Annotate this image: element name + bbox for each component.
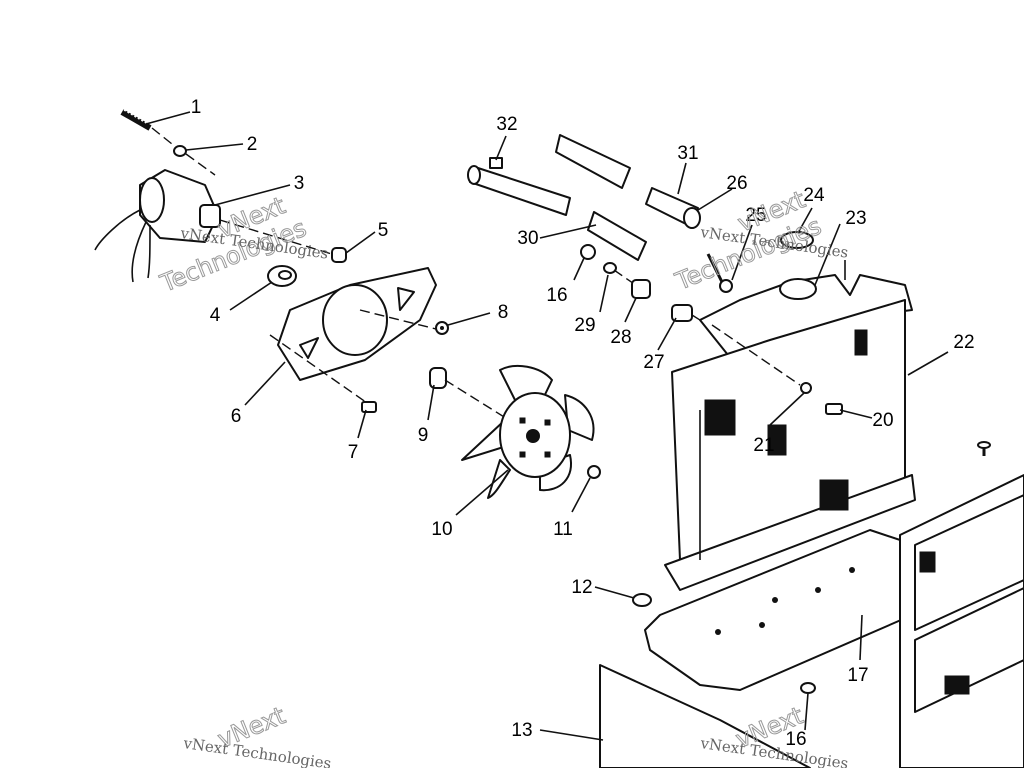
part-4-grommet [267,265,297,287]
callout-27: 27 [643,352,664,373]
callout-6: 6 [231,406,242,427]
callout-20: 20 [872,410,893,431]
callout-10: 10 [431,519,452,540]
part-30-hose [587,211,647,261]
part-27-bushing [671,304,693,322]
callout-12: 12 [571,577,592,598]
part-8-nut [435,321,449,335]
part-32-hose [467,157,571,216]
callout-32: 32 [496,114,517,135]
part-12-fastener [632,593,652,607]
callout-9: 9 [418,425,429,446]
callout-21: 21 [753,435,774,456]
axis-line [359,309,441,331]
part-7-screw [361,401,377,413]
callout-4: 4 [210,305,221,326]
callout-7: 7 [348,442,359,463]
watermark-bottom-left: vNext vNext Technologies [181,701,332,768]
part-16-nut-lower [800,682,816,694]
callout-24: 24 [803,185,825,206]
callout-30: 30 [517,228,538,249]
callout-16: 16 [546,285,567,306]
axis-line [185,153,216,176]
grille-screen [899,474,1024,768]
part-2-washer [173,145,187,157]
part-31-hose [555,134,631,189]
callout-16b: 16 [785,729,806,750]
callout-8: 8 [498,302,509,323]
callout-25: 25 [745,205,766,226]
part-1-bolt [120,109,152,131]
screw-right-edge [977,441,991,456]
part-29-washer [603,262,617,274]
callout-1: 1 [191,97,202,118]
axis-line [269,334,371,406]
axis-line [711,324,801,386]
leader-lines [145,111,949,741]
callout-2: 2 [247,134,258,155]
part-3-fan-motor [94,169,221,283]
part-9-spacer [429,367,447,389]
axis-line [219,219,336,256]
callout-22: 22 [953,332,974,353]
part-10-fan-blade [461,364,595,499]
part-number-labels: 1 2 3 5 4 8 6 7 9 10 11 12 13 16 17 21 2… [191,97,975,750]
part-11-nut [587,465,601,479]
part-25-screw [706,253,733,293]
part-24-radiator-cap [780,231,814,249]
part-26-hose [645,187,701,229]
callout-23: 23 [845,208,866,229]
part-28-bushing [631,279,651,299]
part-6-mounting-plate [277,267,437,381]
callout-13: 13 [511,720,532,741]
part-23-filler-neck [779,278,817,300]
callout-3: 3 [294,173,305,194]
callout-28: 28 [610,327,631,348]
part-22-radiator [664,260,916,591]
part-13-panel [599,664,811,768]
axis-line [613,269,641,289]
axis-line [151,127,178,149]
part-5-spacer [331,247,347,263]
callout-17: 17 [847,665,868,686]
callout-5: 5 [378,220,389,241]
part-16-nut [580,244,596,260]
callout-11: 11 [553,519,573,540]
part-21-washer [800,382,812,394]
callout-29: 29 [574,315,595,336]
part-20-screw [825,403,843,415]
callout-31: 31 [677,143,698,164]
callout-26: 26 [726,173,747,194]
